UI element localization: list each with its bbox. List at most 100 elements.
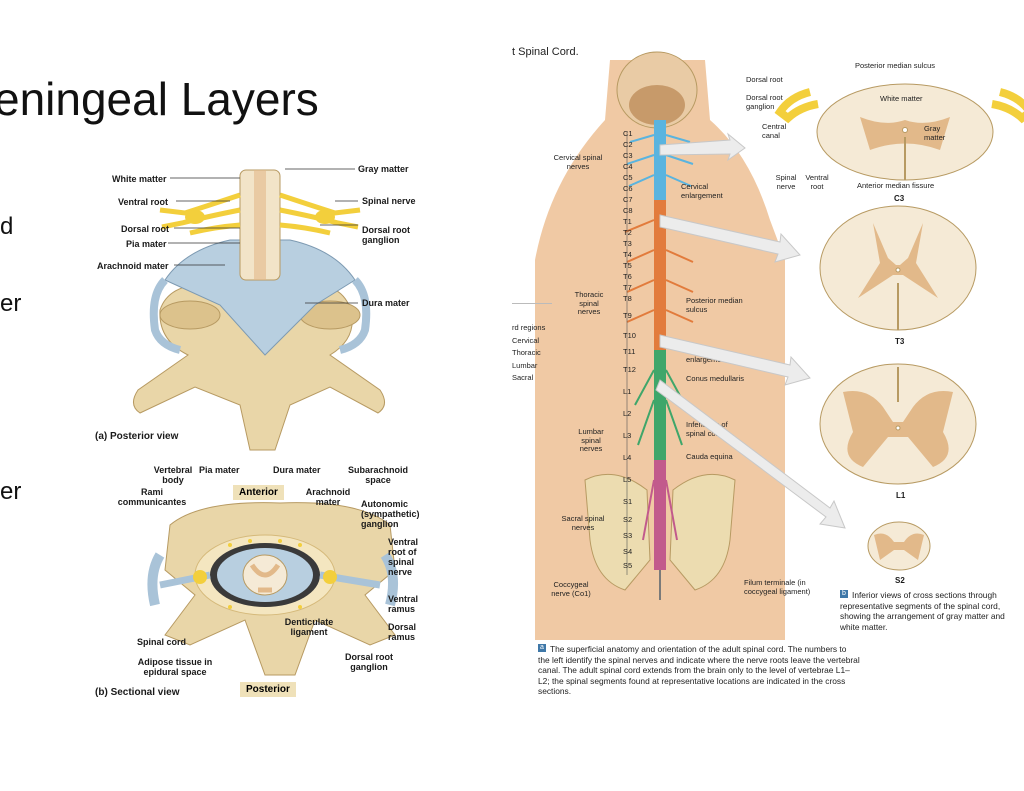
segment-T2: T2	[623, 228, 632, 237]
segment-T3: T3	[623, 239, 632, 248]
label-cervical-enlargement: Cervical enlargement	[681, 182, 723, 200]
panel-a-caption: (a) Posterior view	[95, 432, 178, 442]
segment-S3: S3	[623, 531, 633, 540]
posterior-view-illustration	[133, 168, 385, 451]
label-white-matter: White matter	[112, 174, 167, 184]
label-ventral-root-b: Ventral root of spinal nerve	[388, 537, 419, 577]
cord-thoracic	[654, 200, 666, 350]
label-dorsal-root-ganglion: Dorsal root ganglion	[362, 225, 411, 245]
cs-dorsal-root: Dorsal root	[746, 75, 783, 84]
cord-cervical	[654, 120, 666, 200]
slide-title: eningeal Layers	[0, 73, 319, 125]
label-rami-communicantes: Rami communicantes	[117, 487, 187, 507]
segment-C3: C3	[623, 151, 633, 160]
label-arachnoid-mater-b: Arachnoid mater	[305, 487, 351, 507]
panel-a-caption-prefix: (a)	[95, 431, 108, 442]
legend-cervical: Cervical	[512, 335, 540, 345]
slide-bullet-3: er	[0, 478, 22, 505]
segment-T1: T1	[623, 217, 632, 226]
segment-T6: T6	[623, 272, 632, 281]
cs-ventral-root: Ventral root	[805, 173, 829, 191]
segment-C1: C1	[623, 129, 633, 138]
pelvis	[584, 473, 736, 591]
panel-b-caption-text: Sectional view	[110, 687, 180, 698]
label-autonomic-ganglion: Autonomic (sympathetic) ganglion	[361, 499, 420, 529]
label-pia-mater: Pia mater	[126, 239, 167, 249]
segment-C8: C8	[623, 206, 633, 215]
label-vertebral-body: Vertebral body	[153, 465, 193, 485]
label-lumbar-spinal-nerves: Lumbar spinal nerves	[578, 427, 604, 453]
label-coccygeal-nerve: Coccygeal nerve (Co1)	[551, 580, 591, 598]
label-pia-mater-b: Pia mater	[199, 465, 240, 475]
segment-T5: T5	[623, 261, 632, 270]
label-dorsal-root: Dorsal root	[121, 224, 170, 234]
cross-section-s2	[867, 521, 931, 571]
cs-white-matter: White matter	[880, 94, 923, 103]
segment-T4: T4	[623, 250, 632, 259]
cs-spinal-nerve: Spinal nerve	[775, 173, 797, 191]
section-name-s2: S2	[895, 576, 905, 585]
label-adipose-tissue: Adipose tissue in epidural space	[137, 657, 213, 677]
segment-L1: L1	[623, 387, 632, 396]
label-denticulate-ligament: Denticulate ligament	[284, 617, 334, 637]
cs-posterior-median-sulcus: Posterior median sulcus	[855, 61, 936, 70]
segment-C6: C6	[623, 184, 633, 193]
label-dorsal-root-ganglion-b: Dorsal root ganglion	[344, 652, 393, 672]
dura-mater-sleeve	[164, 239, 356, 356]
segment-C2: C2	[623, 140, 633, 149]
segment-T11: T11	[623, 347, 636, 356]
segment-C7: C7	[623, 195, 633, 204]
label-spinal-nerve: Spinal nerve	[362, 196, 416, 206]
region-legend: rd regions Cervical Thoracic Lumbar Sacr…	[512, 303, 552, 383]
label-conus-medullaris: Conus medullaris	[686, 374, 744, 383]
label-cauda-equina: Cauda equina	[686, 452, 733, 461]
label-dorsal-ramus: Dorsal ramus	[388, 622, 417, 642]
sectional-view-illustration	[147, 502, 399, 676]
figure-heading: t Spinal Cord.	[512, 46, 579, 58]
panel-b-caption-prefix: (b)	[95, 687, 108, 698]
segment-L2: L2	[623, 409, 632, 418]
segment-S2: S2	[623, 515, 633, 524]
back-illustration	[535, 51, 785, 640]
label-spinal-cord: Spinal cord	[137, 637, 187, 647]
cs-anterior-median-fissure: Anterior median fissure	[857, 181, 935, 190]
segment-T12: T12	[623, 365, 636, 374]
segment-T10: T10	[623, 331, 636, 340]
label-ventral-root: Ventral root	[118, 197, 169, 207]
cross-section-c3	[774, 83, 1024, 181]
caption-a-text: The superficial anatomy and orientation …	[538, 644, 860, 696]
section-name-c3: C3	[894, 194, 905, 203]
label-subarachnoid-space: Subarachnoid space	[347, 465, 408, 485]
label-gray-matter: Gray matter	[358, 164, 409, 174]
label-anterior: Anterior	[233, 485, 284, 500]
section-name-t3: T3	[895, 337, 905, 346]
slide-bullet-1: d	[0, 213, 14, 240]
label-dura-mater: Dura mater	[362, 298, 410, 308]
panel-a-caption-text: Posterior view	[110, 431, 179, 442]
cs-central-canal: Central canal	[762, 122, 787, 140]
label-posterior: Posterior	[240, 682, 296, 697]
segment-T7: T7	[623, 283, 632, 292]
label-ventral-ramus: Ventral ramus	[388, 594, 419, 614]
legend-lumbar: Lumbar	[512, 360, 538, 370]
segment-C5: C5	[623, 173, 633, 182]
segment-S5: S5	[623, 561, 633, 570]
cord-sacral	[654, 460, 666, 570]
segment-S1: S1	[623, 497, 633, 506]
caption-b-text: Inferior views of cross sections through…	[840, 590, 1005, 632]
segment-C4: C4	[623, 162, 633, 171]
label-filum-terminale: Filum terminale (in coccygeal ligament)	[744, 578, 811, 596]
slide-bullet-2: er	[0, 290, 22, 317]
cross-section-t3	[819, 205, 977, 331]
legend-sacral: Sacral	[512, 373, 534, 382]
label-posterior-median-sulcus: Posterior median sulcus	[686, 296, 743, 314]
segment-S4: S4	[623, 547, 633, 556]
legend-title: rd regions	[512, 323, 546, 332]
section-name-l1: L1	[896, 491, 906, 500]
label-dura-mater-b: Dura mater	[273, 465, 321, 475]
segment-T8: T8	[623, 294, 632, 303]
segment-L4: L4	[623, 453, 632, 462]
label-sacral-spinal-nerves: Sacral spinal nerves	[561, 514, 605, 532]
